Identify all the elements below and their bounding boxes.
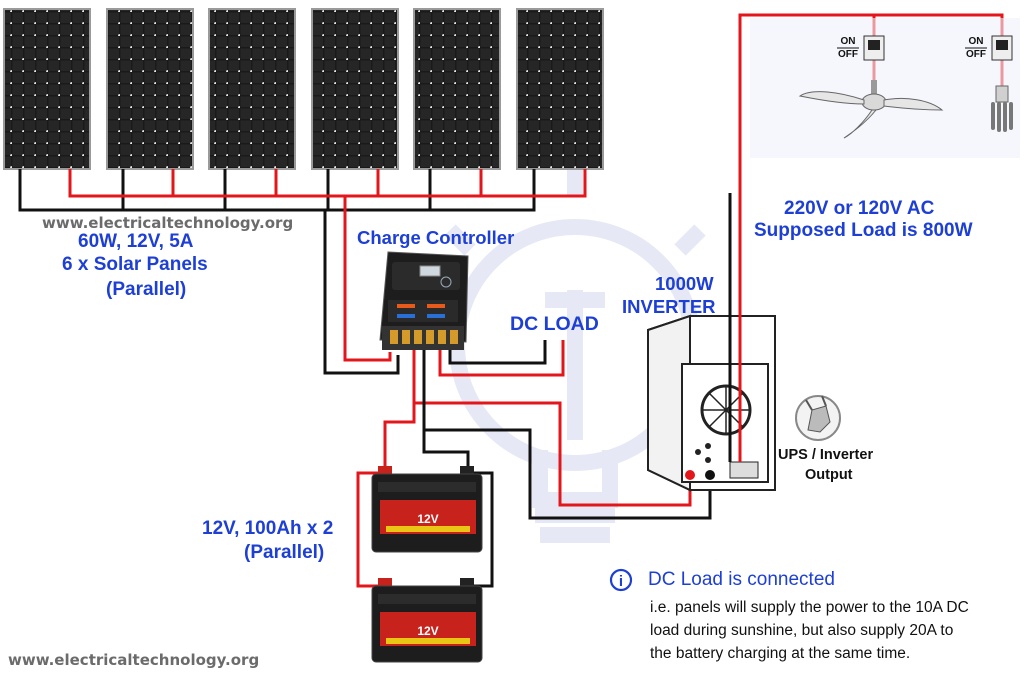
wire-panel-pos-to-controller: [343, 196, 392, 362]
ups-output-label-1: UPS / Inverter: [778, 447, 874, 463]
solar-panel-4: [311, 8, 399, 170]
battery-1-voltage: 12V: [417, 512, 438, 526]
switch-light: [991, 35, 1013, 61]
info-line-2: load during sunshine, but also supply 20…: [650, 622, 954, 639]
charge-controller-label: Charge Controller: [357, 227, 515, 248]
switch-fan: [863, 35, 885, 61]
panels-count-label: 6 x Solar Panels: [62, 254, 208, 275]
panels-rating-label: 60W, 12V, 5A: [78, 231, 194, 252]
watermark-top: www.electricaltechnology.org: [42, 214, 294, 232]
wire-controller-to-dcload-neg: [448, 340, 547, 365]
info-icon-letter: i: [619, 573, 623, 590]
ac-load-voltage-label: 220V or 120V AC: [784, 198, 935, 219]
plug-icon: [795, 395, 841, 441]
solar-panel-1: [3, 8, 91, 170]
wire-controller-to-battery-pos: [412, 350, 692, 507]
switch-light-off: OFF: [966, 49, 986, 60]
ac-load-power-label: Supposed Load is 800W: [754, 220, 973, 241]
ups-output-label-2: Output: [805, 467, 853, 483]
wire-battery-parallel-pos: [356, 471, 385, 588]
info-icon: i: [609, 568, 633, 592]
dc-load-label: DC LOAD: [510, 313, 599, 335]
switch-fan-off: OFF: [838, 49, 858, 60]
wire-panel-neg-to-controller: [323, 210, 400, 375]
battery-parallel-label: (Parallel): [244, 542, 325, 563]
cfl-bulb-icon: [991, 85, 1013, 132]
info-line-1: i.e. panels will supply the power to the…: [650, 599, 969, 616]
battery-rating-label: 12V, 100Ah x 2: [202, 518, 334, 539]
inverter-label: INVERTER: [622, 296, 716, 317]
solar-panel-6: [516, 8, 604, 170]
switch-light-on: ON: [969, 36, 984, 47]
wire-battery-neg-link: [422, 430, 470, 473]
charge-controller: [379, 251, 469, 350]
info-title: DC Load is connected: [648, 569, 835, 590]
panel-negative-bus: [18, 169, 536, 212]
ac-load-area: [750, 18, 1020, 158]
ceiling-fan-icon: [798, 80, 944, 139]
wire-battery-pos-link: [383, 403, 416, 473]
battery-2-voltage: 12V: [417, 624, 438, 638]
battery-2: 12V: [371, 578, 483, 663]
wire-controller-to-battery-neg: [422, 350, 712, 520]
watermark-bottom: www.electricaltechnology.org: [8, 651, 260, 669]
panels-parallel-label: (Parallel): [106, 279, 187, 300]
wire-controller-to-dcload-pos: [438, 340, 565, 377]
inverter: [647, 314, 776, 492]
inverter-rating-label: 1000W: [655, 273, 714, 294]
solar-panel-5: [413, 8, 501, 170]
battery-1: 12V: [371, 466, 483, 553]
info-line-3: the battery charging at the same time.: [650, 645, 911, 662]
panel-positive-bus: [68, 169, 587, 198]
solar-panel-2: [106, 8, 194, 170]
switch-fan-on: ON: [841, 36, 856, 47]
solar-panel-3: [208, 8, 296, 170]
